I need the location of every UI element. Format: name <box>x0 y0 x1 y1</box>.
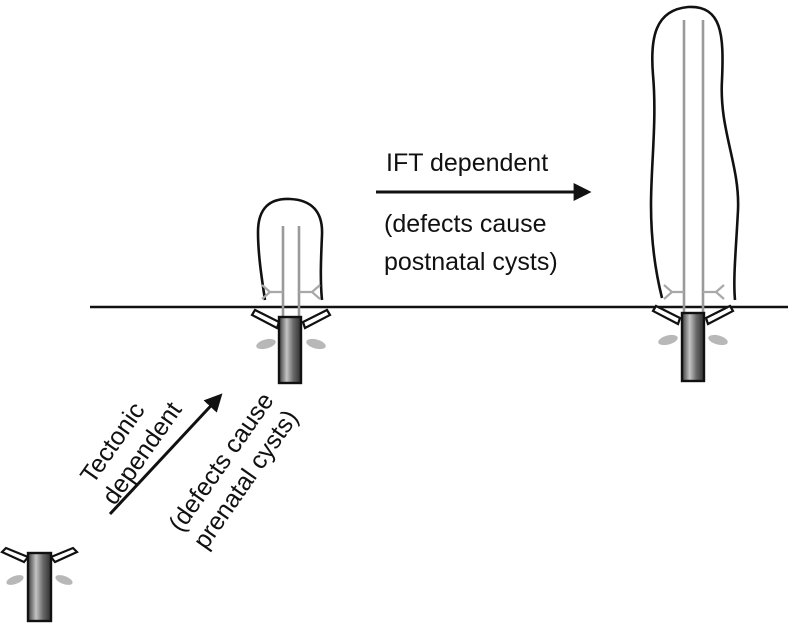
stage-short-cilium <box>250 197 332 385</box>
ciliary-membrane-short <box>256 197 324 301</box>
ift-note-line1: (defects cause <box>384 210 547 238</box>
transition-fiber-y-left-long <box>663 284 684 300</box>
fiber-right-long <box>708 334 728 346</box>
appendage-right-short <box>301 308 332 330</box>
tectonic-label-group: Tectonic dependent (defects cause prenat… <box>75 388 304 554</box>
appendage-right-long <box>704 304 735 326</box>
stage-long-cilium <box>649 5 740 383</box>
transition-fiber-right <box>55 575 73 585</box>
fiber-left-long <box>658 334 678 346</box>
transition-fiber-y-left-short <box>261 284 283 300</box>
ciliary-membrane-long <box>649 5 740 301</box>
stage-basal-body <box>0 546 79 623</box>
fiber-left-short <box>256 338 276 350</box>
transition-fiber-y-right-short <box>299 284 321 300</box>
ift-title: IFT dependent <box>386 149 548 177</box>
basal-body-cylinder <box>26 551 53 623</box>
ift-note-line2: postnatal cysts) <box>384 248 558 276</box>
tectonic-arrow <box>108 393 223 516</box>
basal-body-short <box>277 315 303 385</box>
distal-appendage-left <box>0 546 30 564</box>
appendage-left-long <box>651 304 682 326</box>
transition-fiber-y-right-long <box>703 284 725 300</box>
basal-body-long <box>680 311 706 383</box>
fiber-right-short <box>306 338 326 350</box>
appendage-left-short <box>250 308 281 330</box>
distal-appendage-right <box>49 546 79 564</box>
transition-fiber-left <box>6 575 24 585</box>
